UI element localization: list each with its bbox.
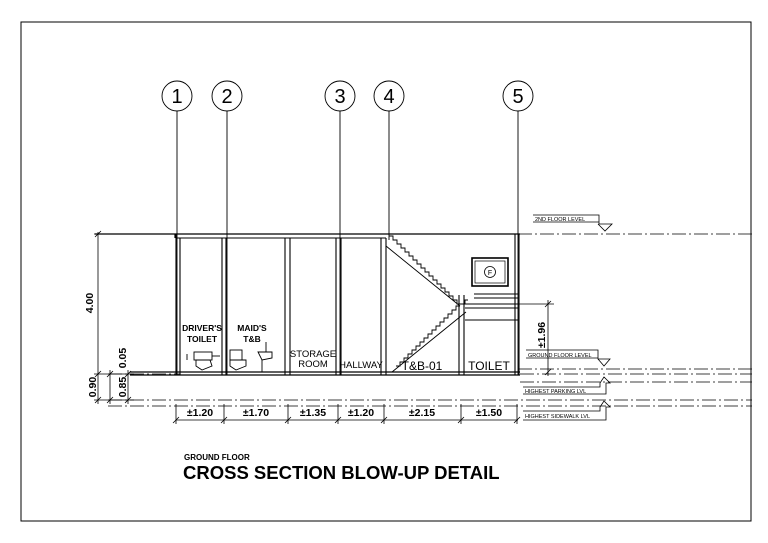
width-dim-5: ±2.15 bbox=[409, 407, 435, 419]
walls bbox=[175, 234, 520, 375]
landing-height-dim: ±1.96 bbox=[536, 322, 548, 348]
level-parking: HIGHEST PARKING LVL bbox=[525, 389, 586, 395]
room-label-drivers-toilet: DRIVER'S bbox=[182, 323, 222, 333]
room-label-storage: STORAGE bbox=[290, 349, 336, 360]
width-dim-3: ±1.35 bbox=[300, 407, 326, 419]
grid-label-4: 4 bbox=[383, 86, 394, 108]
grid-label-3: 3 bbox=[334, 86, 345, 108]
level-lines bbox=[108, 233, 752, 407]
width-dim-4: ±1.20 bbox=[348, 407, 374, 419]
width-dim-1: ±1.20 bbox=[187, 407, 213, 419]
staircase bbox=[385, 235, 518, 373]
grid-lines bbox=[176, 111, 519, 375]
room-label-drivers-toilet-2: TOILET bbox=[187, 334, 218, 344]
landing-dimension bbox=[518, 300, 554, 376]
sheet-border bbox=[20, 21, 752, 522]
lower-flight bbox=[396, 305, 460, 367]
room-label-toilet: TOILET bbox=[468, 359, 510, 373]
drawing-title: CROSS SECTION BLOW-UP DETAIL bbox=[183, 462, 500, 483]
width-dim-6: ±1.50 bbox=[476, 407, 502, 419]
width-dimensions bbox=[172, 404, 521, 424]
floor-slabs bbox=[95, 233, 520, 376]
toilet-fixtures bbox=[186, 342, 273, 372]
fire-extinguisher-symbol: F bbox=[488, 270, 492, 277]
room-label-maids-tb: MAID'S bbox=[237, 323, 267, 333]
height-dimensions bbox=[94, 230, 134, 404]
grid-label-1: 1 bbox=[171, 86, 182, 108]
level-2nd-floor: 2ND FLOOR LEVEL bbox=[535, 217, 585, 223]
upper-flight bbox=[389, 235, 468, 305]
room-label-maids-tb-2: T&B bbox=[243, 334, 260, 344]
fire-extinguisher-cabinet bbox=[471, 257, 509, 287]
grid-labels: 1 2 3 4 5 bbox=[171, 86, 523, 108]
room-label-hallway: HALLWAY bbox=[339, 360, 383, 371]
room-label-storage-2: ROOM bbox=[298, 359, 328, 370]
height-dim-upper-step: 0.05 bbox=[117, 348, 129, 369]
level-ground-floor: GROUND FLOOR LEVEL bbox=[528, 353, 592, 359]
height-dim-total: 4.00 bbox=[84, 293, 96, 314]
height-dim-parking: 0.85 bbox=[117, 377, 129, 398]
grid-bubbles bbox=[161, 80, 534, 112]
width-dim-2: ±1.70 bbox=[243, 407, 269, 419]
drawing-subtitle: GROUND FLOOR bbox=[184, 453, 250, 462]
grid-label-2: 2 bbox=[221, 86, 232, 108]
level-markers bbox=[523, 214, 613, 421]
level-sidewalk: HIGHEST SIDEWALK LVL bbox=[525, 414, 590, 420]
height-dim-sidewalk: 0.90 bbox=[87, 377, 99, 398]
grid-label-5: 5 bbox=[512, 86, 523, 108]
room-label-tb-01: T&B-01 bbox=[402, 359, 443, 373]
